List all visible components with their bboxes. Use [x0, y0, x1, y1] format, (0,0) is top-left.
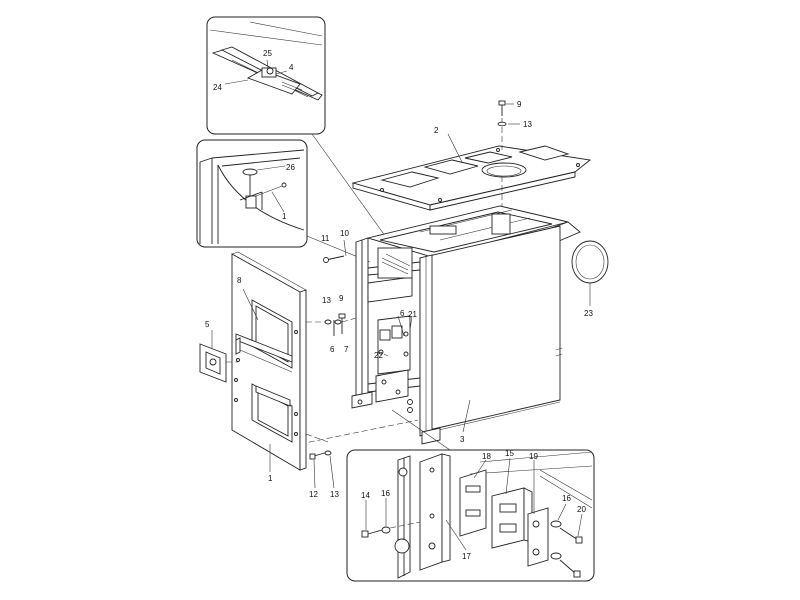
detail-inset-rail: [206, 16, 326, 135]
ring-seal-23: [571, 240, 609, 284]
callout-7: 7: [344, 345, 349, 354]
callout-16-right: 16: [562, 494, 571, 503]
callout-15: 15: [505, 449, 514, 458]
callout-10: 10: [340, 229, 349, 238]
callout-8: 8: [237, 276, 242, 285]
left-door-panel-1: [231, 251, 330, 471]
inset-leader-top: [311, 133, 389, 241]
callout-9-top: 9: [517, 100, 522, 109]
callout-1-panel: 1: [268, 474, 273, 483]
callout-2: 2: [434, 126, 439, 135]
callout-9-mid: 9: [339, 294, 344, 303]
fasteners-top-left: [323, 239, 347, 263]
callout-5: 5: [205, 320, 210, 329]
callout-24: 24: [213, 83, 222, 92]
callout-13-bottom: 13: [330, 490, 339, 499]
callout-21: 21: [408, 310, 417, 319]
callout-18: 18: [482, 452, 491, 461]
callout-13-top: 13: [523, 120, 532, 129]
callout-6-frame: 6: [400, 309, 405, 318]
callout-25: 25: [263, 49, 272, 58]
callout-11: 11: [321, 234, 330, 243]
callout-12: 12: [309, 490, 318, 499]
callout-26: 26: [286, 163, 295, 172]
callout-labels: 25 4 24 26 1 9 13 2 11 10 8 5 13 9 6 7 6…: [205, 49, 593, 561]
detail-inset-bracket: [196, 139, 308, 248]
callout-14: 14: [361, 491, 370, 500]
callout-23: 23: [584, 309, 593, 318]
callout-13-mid: 13: [322, 296, 331, 305]
callout-4: 4: [289, 63, 294, 72]
latch-plate-5: [199, 343, 238, 383]
callout-1-inset: 1: [282, 212, 287, 221]
callout-6-mid: 6: [330, 345, 335, 354]
fasteners-bottom: [309, 450, 332, 460]
detail-leader-bottom: [391, 409, 451, 451]
callout-20: 20: [577, 505, 586, 514]
side-panel-3: [299, 225, 563, 445]
callout-leaders: [211, 103, 591, 551]
fasteners-mid: [324, 313, 357, 336]
callout-22: 22: [374, 351, 383, 360]
callout-17: 17: [462, 552, 471, 561]
detail-inset-hinge: [346, 449, 595, 582]
top-cover-plate: [351, 118, 592, 228]
callout-19: 19: [529, 452, 538, 461]
callout-16-left: 16: [381, 489, 390, 498]
top-bolt-9: [497, 100, 507, 127]
callout-3: 3: [460, 435, 465, 444]
